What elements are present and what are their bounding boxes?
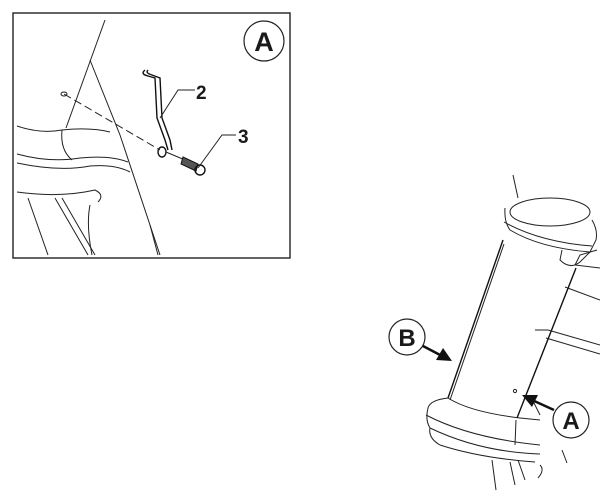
- mounting-hole: [60, 91, 68, 97]
- callout-a-arrow: [522, 395, 555, 412]
- part-label-3: 3: [238, 127, 249, 148]
- leader-line-3: [197, 134, 236, 169]
- callout-b-circle: [388, 318, 426, 356]
- frame-body-drawing: [16, 19, 161, 256]
- callout-b-arrow: [422, 344, 452, 361]
- tube-bottom-flange: [425, 397, 568, 491]
- tube-right-edge: [516, 267, 577, 419]
- tube-left-edge: [447, 239, 504, 399]
- callout-a-label: A: [562, 408, 579, 435]
- alignment-dashed-line: [63, 93, 161, 151]
- bracket-part-2: [142, 69, 169, 151]
- tube-top-cap: [509, 197, 591, 227]
- callout-a-circle: [552, 401, 590, 439]
- inset-frame: [12, 12, 291, 259]
- inset-detail-view: 2 3 A: [12, 12, 291, 259]
- view-label-a: A: [254, 27, 274, 57]
- main-tube-view: B A: [388, 174, 600, 491]
- callout-b-label: B: [398, 325, 415, 352]
- view-label-circle: [243, 20, 285, 62]
- leader-line-2: [159, 89, 195, 119]
- hole-a: [512, 388, 518, 394]
- part-label-2: 2: [196, 83, 207, 104]
